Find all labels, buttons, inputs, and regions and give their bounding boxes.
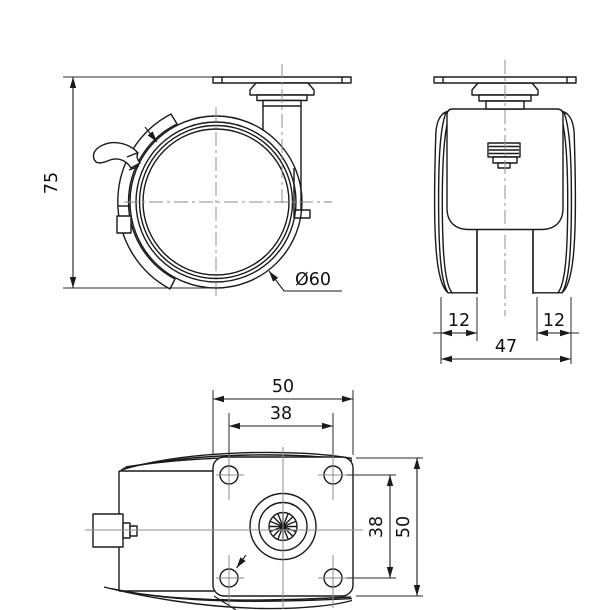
plan-right-dimensions: 38 50 [347, 457, 423, 597]
side-height-label: 75 [42, 172, 62, 194]
front-view: 12 12 47 [433, 60, 579, 364]
side-fork [262, 106, 311, 219]
side-diameter-label: Ø60 [295, 270, 331, 290]
side-view: 75 Ø60 [42, 64, 352, 299]
side-height-dimension: 75 [42, 76, 219, 289]
plan-hole-spacing-v-label: 38 [367, 516, 387, 538]
front-overall-width-label: 47 [495, 337, 517, 357]
front-wheel-width-left-label: 12 [448, 311, 470, 331]
plan-top-dimensions: 50 38 [212, 377, 354, 455]
plan-plate-depth-label: 50 [394, 516, 414, 538]
side-tire-leader [144, 126, 158, 143]
side-diameter-callout: Ø60 [268, 270, 342, 292]
front-width-dimensions: 12 12 47 [433, 297, 579, 364]
plan-hole-spacing-h-label: 38 [270, 404, 292, 424]
side-housing [116, 113, 178, 290]
plan-plate-width-label: 50 [272, 377, 294, 397]
front-wheel-width-right-label: 12 [543, 311, 565, 331]
side-brake-lever [92, 141, 141, 171]
plan-hole-leader [213, 554, 247, 610]
side-centerlines [124, 64, 332, 299]
plan-view: 50 38 38 50 [85, 377, 423, 610]
